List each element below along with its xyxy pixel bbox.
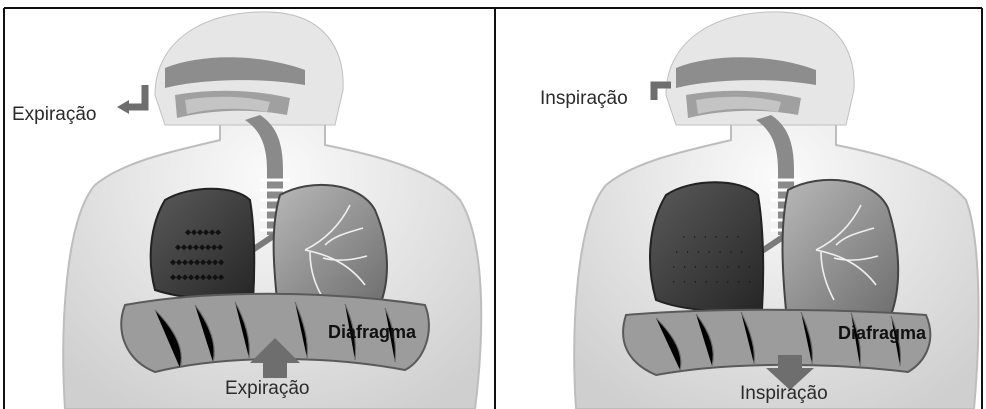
right-diaphragm-label: Diafragma xyxy=(838,323,926,344)
svg-text:· · · · · · · ·: · · · · · · · · xyxy=(671,278,752,288)
left-bottom-label: Expiração xyxy=(225,378,310,400)
svg-text:· · · · · ·: · · · · · · xyxy=(681,233,741,243)
inspiration-illustration: · · · · · · · · · · · · · · · · · · · · … xyxy=(496,0,982,409)
svg-text:◆◆◆◆◆◆◆◆: ◆◆◆◆◆◆◆◆ xyxy=(175,242,223,253)
svg-text:◆◆◆◆◆◆: ◆◆◆◆◆◆ xyxy=(185,227,221,238)
svg-text:· · · · · · ·: · · · · · · · xyxy=(674,248,744,258)
svg-text:◆◆◆◆◆◆◆◆◆: ◆◆◆◆◆◆◆◆◆ xyxy=(170,257,224,268)
expiration-illustration: ◆◆◆◆◆◆ ◆◆◆◆◆◆◆◆ ◆◆◆◆◆◆◆◆◆ ◆◆◆◆◆◆◆◆◆ xyxy=(5,0,495,409)
left-mouth-label: Expiração xyxy=(12,104,97,126)
right-bottom-label: Inspiração xyxy=(740,383,828,405)
left-diaphragm-label: Diafragma xyxy=(328,322,416,343)
svg-text:· · · · · · · ·: · · · · · · · · xyxy=(671,263,752,273)
right-mouth-label: Inspiração xyxy=(540,88,628,110)
svg-text:◆◆◆◆◆◆◆◆◆: ◆◆◆◆◆◆◆◆◆ xyxy=(170,272,224,283)
